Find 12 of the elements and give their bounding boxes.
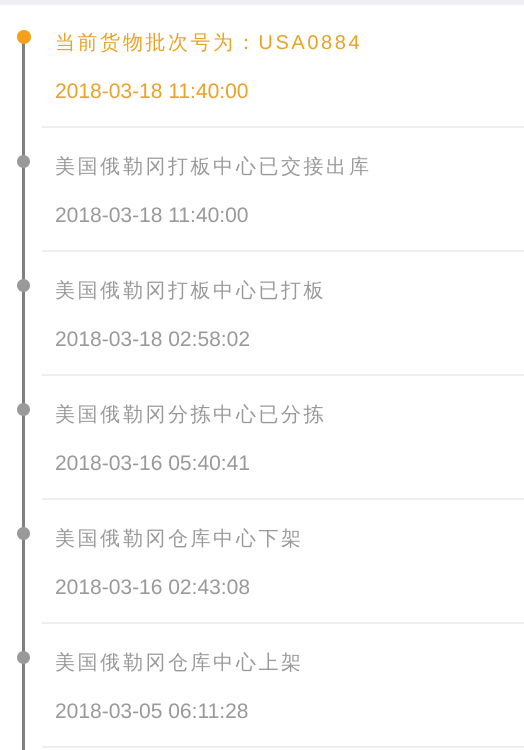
status-text: 美国俄勒冈打板中心已打板 — [55, 279, 326, 303]
status-text: 美国俄勒冈打板中心已交接出库 — [55, 155, 372, 179]
timestamp: 2018-03-18 02:58:02 — [55, 328, 250, 352]
status-text: 美国俄勒冈仓库中心上架 — [55, 651, 304, 675]
timestamp: 2018-03-16 02:43:08 — [55, 576, 250, 600]
timestamp: 2018-03-05 06:11:28 — [55, 700, 248, 724]
status-text: 美国俄勒冈分拣中心已分拣 — [55, 403, 326, 427]
status-text: 当前货物批次号为：USA0884 — [55, 31, 362, 55]
timestamp: 2018-03-16 05:40:41 — [55, 452, 250, 476]
timestamp: 2018-03-18 11:40:00 — [55, 80, 248, 104]
timestamp: 2018-03-18 11:40:00 — [55, 204, 248, 228]
status-text: 美国俄勒冈仓库中心下架 — [55, 527, 304, 551]
